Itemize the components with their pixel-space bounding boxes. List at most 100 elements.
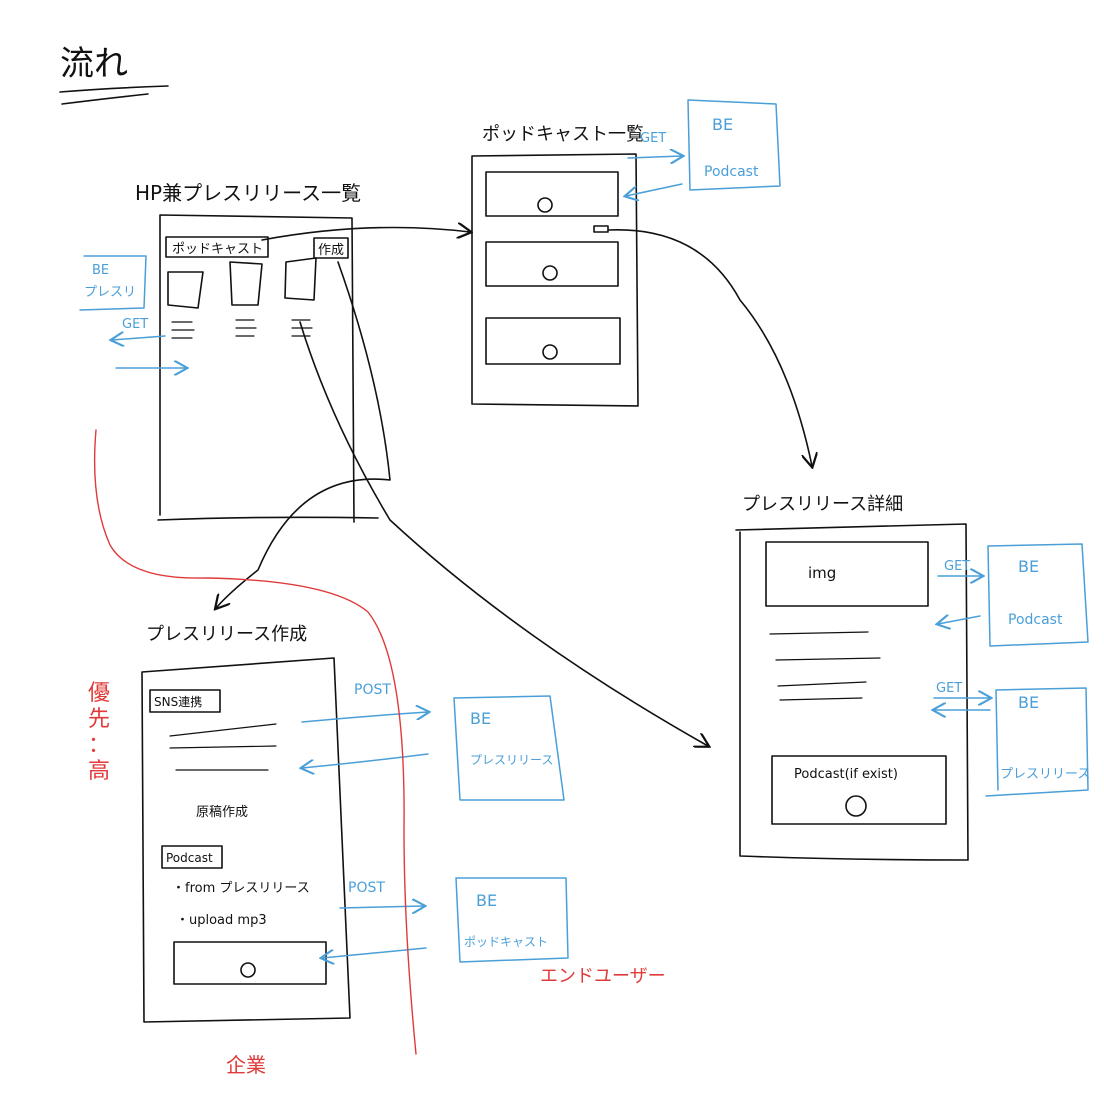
be-press-detail-line2: プレスリリース (1000, 767, 1090, 782)
flow-arrows (216, 228, 812, 747)
be-hp-line1: BE (92, 263, 109, 278)
podcast-tab-label: ポッドキャスト (172, 242, 263, 257)
press-create-frame (141, 657, 351, 1023)
sns-section-label: SNS連携 (154, 694, 202, 709)
play-icon[interactable] (845, 795, 867, 817)
arrow-hp-card-to-detail (299, 321, 708, 746)
press-create-form-lines (169, 723, 277, 771)
detail-link-icon[interactable] (593, 225, 609, 233)
press-card-2[interactable] (229, 261, 263, 306)
press-detail-podcast-label: Podcast(if exist) (794, 767, 898, 782)
end-user-label: エンドユーザー (540, 966, 666, 987)
be-podcast-detail-frame (987, 543, 1089, 647)
be-hp-line2: プレスリ (84, 285, 136, 300)
company-label: 企業 (226, 1053, 266, 1077)
play-icon[interactable] (542, 265, 558, 281)
be-podcast-create-frame (455, 877, 569, 963)
podcast-item-2[interactable] (485, 241, 619, 287)
be-hp-box: BE プレスリ GET (79, 255, 186, 368)
podcast-item-1[interactable] (485, 171, 619, 217)
be-press-detail-box: BE プレスリリース GET (934, 681, 1090, 797)
podcast-item-3[interactable] (485, 317, 621, 365)
bullet-from-press[interactable]: ・from プレスリリース (172, 881, 310, 896)
press-detail-body-text (769, 631, 881, 701)
create-button[interactable] (313, 237, 349, 259)
priority-label-char: 高 (88, 759, 110, 784)
be-podcast-detail-box: BE Podcast GET (938, 543, 1089, 647)
podcast-list-title: ポッドキャスト一覧 (482, 124, 644, 145)
priority-label-char: ： (88, 733, 110, 758)
press-card-3[interactable] (284, 257, 317, 301)
post-1-arrow (301, 712, 428, 723)
play-icon[interactable] (542, 344, 558, 360)
hp-screen-bottom (157, 516, 379, 521)
be-podcast-detail-line2: Podcast (1008, 612, 1063, 628)
priority-label-char: 先 (88, 707, 110, 732)
podcast-list-frame (471, 153, 639, 407)
get-podcast-top-label: GET (640, 131, 666, 146)
hp-screen: HP兼プレスリリース一覧 ポッドキャスト 作成 (135, 181, 379, 523)
title-underline-1 (59, 85, 169, 93)
post-2-response-arrow (322, 947, 427, 958)
post-2-arrow (339, 906, 424, 908)
hp-screen-title: HP兼プレスリリース一覧 (135, 181, 361, 205)
post-1-label: POST (354, 682, 391, 698)
be-press-create-frame (453, 695, 565, 801)
be-podcast-create-line2: ポッドキャスト (464, 935, 548, 949)
podcast-top-response-arrow (626, 183, 683, 196)
be-press-detail-line1: BE (1018, 693, 1039, 712)
post-1-response-arrow (302, 753, 429, 768)
be-press-create-box: BE プレスリリース POST (301, 682, 565, 801)
press-detail-podcast-box[interactable] (771, 755, 947, 825)
priority-label-char: 優 (88, 681, 110, 706)
press-card-1-text (171, 321, 195, 339)
be-podcast-top-line1: BE (712, 115, 733, 134)
page-title: 流れ (60, 44, 128, 84)
get-detail-1-label: GET (944, 559, 970, 574)
annotations: 優先：高 エンドユーザー 企業 (88, 429, 666, 1077)
bullet-upload-mp3[interactable]: ・upload mp3 (176, 913, 267, 928)
be-press-detail-frame (985, 687, 1089, 797)
post-2-label: POST (348, 880, 385, 896)
be-press-create-line2: プレスリリース (470, 753, 553, 767)
create-button-label: 作成 (318, 243, 344, 258)
be-hp-frame (79, 255, 147, 311)
be-podcast-detail-line1: BE (1018, 557, 1039, 576)
be-press-create-line1: BE (470, 709, 491, 728)
hp-screen-frame (159, 214, 355, 523)
press-detail-title: プレスリリース詳細 (742, 494, 903, 515)
detail-1-response-arrow (938, 616, 981, 624)
press-detail-frame (735, 523, 969, 861)
press-create-screen: プレスリリース作成 SNS連携 原稿作成 Podcast ・from プレスリリ… (141, 624, 351, 1023)
play-icon[interactable] (537, 197, 553, 213)
podcast-section-box (161, 845, 223, 869)
be-podcast-top-frame (687, 99, 781, 191)
get-detail-2-label: GET (936, 681, 962, 696)
get-hp-label: GET (122, 317, 148, 332)
press-detail-img-label: img (808, 564, 836, 582)
arrow-hp-to-podcast-list (261, 228, 470, 241)
draft-button[interactable]: 原稿作成 (196, 804, 248, 820)
podcast-tab-box[interactable] (165, 236, 269, 258)
be-podcast-create-line1: BE (476, 891, 497, 910)
press-card-1[interactable] (167, 271, 204, 309)
be-podcast-top-box: BE Podcast GET (626, 99, 781, 196)
page-title-group: 流れ (59, 44, 169, 105)
get-hp-arrow (112, 336, 166, 340)
arrow-create-to-press-create (216, 261, 391, 608)
podcast-section-label: Podcast (166, 851, 213, 865)
press-detail-screen: プレスリリース詳細 img Podcast(if exist) (735, 494, 969, 861)
title-underline-2 (61, 93, 149, 105)
podcast-list-screen: ポッドキャスト一覧 (471, 124, 644, 407)
priority-label: 優先：高 (88, 681, 110, 784)
play-icon[interactable] (240, 962, 256, 978)
get-podcast-top-arrow (627, 156, 682, 158)
be-podcast-top-line2: Podcast (704, 164, 759, 180)
press-detail-image (765, 541, 929, 607)
be-podcast-create-box: BE ポッドキャスト POST (322, 877, 569, 963)
user-company-divider (93, 429, 417, 1055)
sns-section-box (149, 689, 221, 713)
press-card-2-text (235, 319, 257, 337)
arrow-podcast-list-to-detail (607, 229, 812, 466)
